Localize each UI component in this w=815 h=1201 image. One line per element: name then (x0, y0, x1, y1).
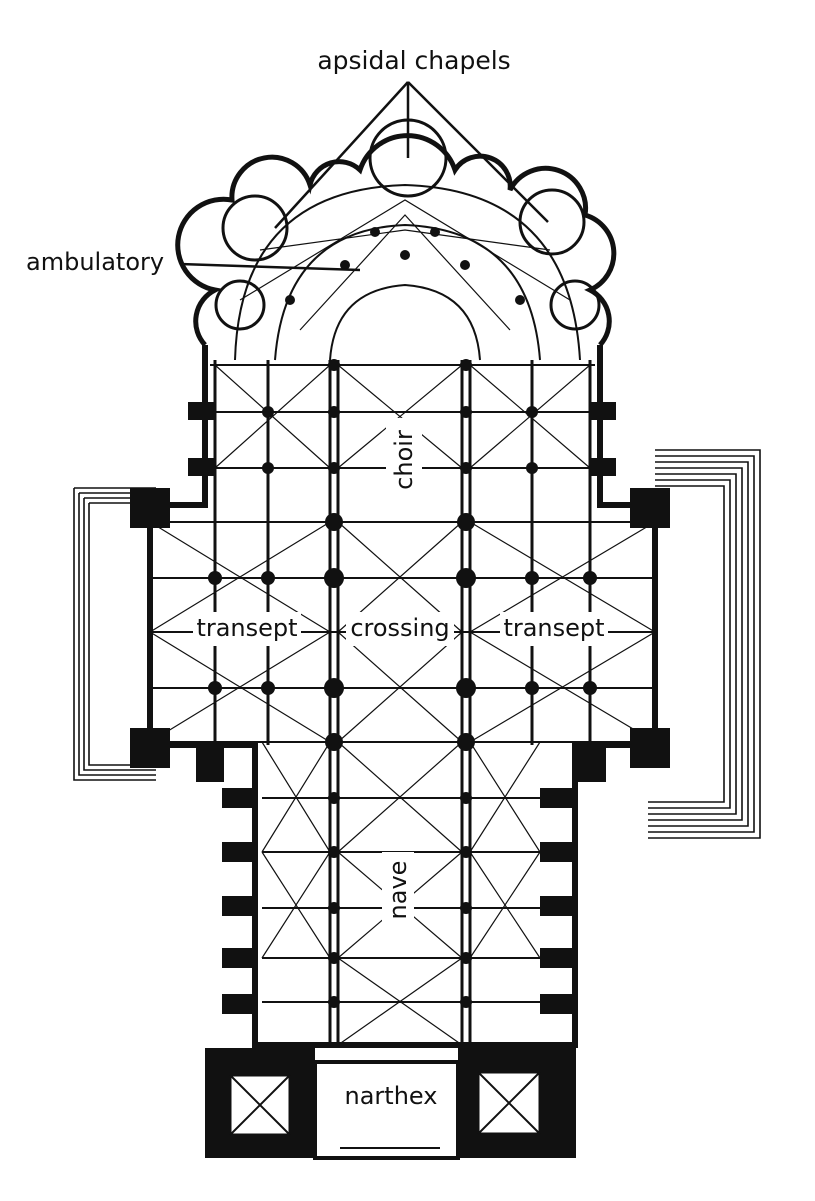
apsidal-leader-right (407, 81, 549, 223)
left-transept-steps (73, 487, 156, 781)
label-crossing: crossing (350, 614, 449, 642)
label-ambulatory: ambulatory (26, 248, 164, 276)
label-narthex: narthex (345, 1082, 438, 1110)
label-transept-left: transept (196, 614, 297, 642)
apsidal-leader-left (274, 81, 409, 229)
label-apsidal-chapels: apsidal chapels (317, 46, 510, 75)
piers (208, 227, 597, 1008)
arcade-lines (213, 360, 592, 1045)
label-nave: nave (384, 861, 412, 920)
label-leaders (179, 81, 549, 272)
right-transept-steps (648, 449, 761, 839)
label-backgrounds (193, 418, 608, 1112)
narthex-towers (205, 1048, 576, 1160)
labels: apsidal chapels ambulatory choir transep… (26, 46, 605, 1110)
buttresses (130, 402, 670, 1014)
ambulatory-leader (179, 262, 361, 272)
plan-drawing (73, 118, 761, 1160)
label-transept-right: transept (503, 614, 604, 642)
label-choir: choir (390, 430, 418, 490)
chevet-outline (175, 133, 617, 347)
ambulatory-arcs (234, 183, 581, 361)
apsidal-chapels (214, 118, 601, 331)
